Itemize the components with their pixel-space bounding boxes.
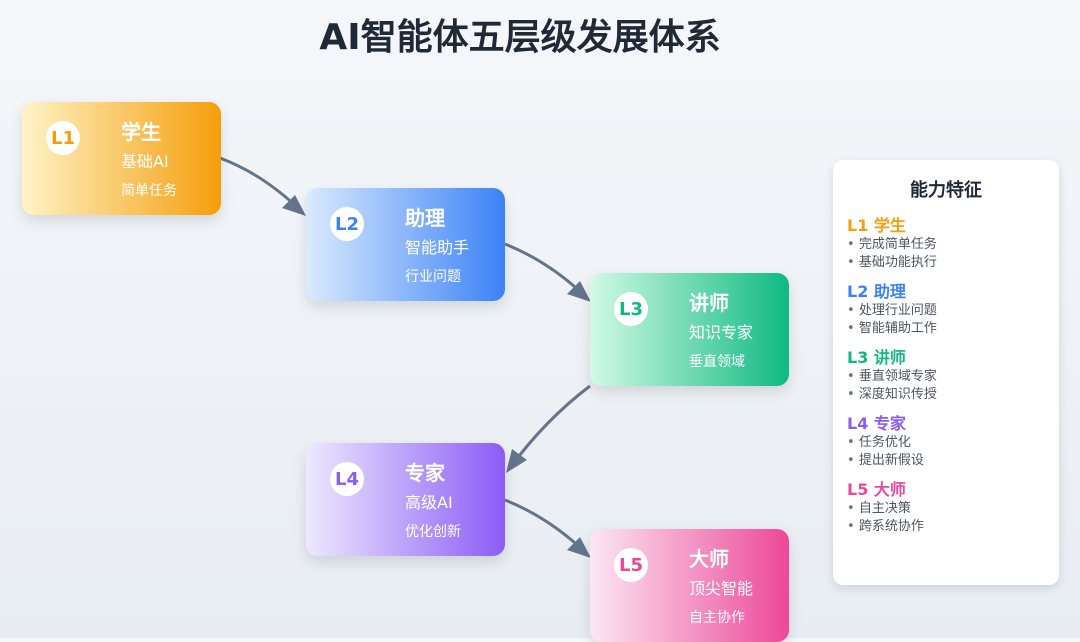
level-card-l4: L4 专家 高级AI 优化创新 xyxy=(306,443,505,556)
panel-list-item: 深度知识传授 xyxy=(847,386,1045,404)
panel-list-item: 垂直领域专家 xyxy=(847,368,1045,386)
arrowhead-icon xyxy=(282,195,306,216)
panel-level-heading: L3 讲师 xyxy=(847,348,906,367)
level-badge: L2 xyxy=(330,207,364,241)
level-description: 自主协作 xyxy=(689,610,745,626)
panel-level-heading: L1 学生 xyxy=(847,216,906,235)
level-card-l3: L3 讲师 知识专家 垂直领域 xyxy=(590,273,789,386)
level-badge: L3 xyxy=(614,292,648,326)
level-subtitle: 顶尖智能 xyxy=(689,579,754,598)
level-card-l1: L1 学生 基础AI 简单任务 xyxy=(22,102,221,215)
arrowhead-icon xyxy=(567,281,591,302)
level-card-l5: L5 大师 顶尖智能 自主协作 xyxy=(590,529,789,642)
level-badge: L5 xyxy=(614,548,648,582)
level-card-l2: L2 助理 智能助手 行业问题 xyxy=(306,188,505,301)
level-description: 优化创新 xyxy=(405,524,461,540)
level-description: 行业问题 xyxy=(405,269,461,285)
level-description: 垂直领域 xyxy=(689,354,745,370)
capability-panel: 能力特征 L1 学生完成简单任务基础功能执行L2 助理处理行业问题智能辅助工作L… xyxy=(833,160,1059,585)
panel-list-item: 处理行业问题 xyxy=(847,302,1045,320)
level-badge: L1 xyxy=(46,121,80,155)
level-name: 讲师 xyxy=(689,291,729,315)
arrowhead-icon xyxy=(506,449,527,473)
panel-level-heading: L2 助理 xyxy=(847,282,906,301)
panel-list-item: 自主决策 xyxy=(847,500,1045,518)
level-name: 助理 xyxy=(405,206,445,230)
level-name: 学生 xyxy=(121,120,161,144)
level-name: 大师 xyxy=(689,547,729,571)
arrow-l3-l4 xyxy=(508,384,591,469)
page-title: AI智能体五层级发展体系 xyxy=(319,17,721,58)
level-badge: L4 xyxy=(330,462,364,496)
panel-level-heading: L4 专家 xyxy=(847,414,906,433)
level-subtitle: 高级AI xyxy=(405,493,453,512)
panel-level-heading: L5 大师 xyxy=(847,480,906,499)
panel-list-item: 完成简单任务 xyxy=(847,236,1045,254)
level-name: 专家 xyxy=(405,461,445,485)
level-description: 简单任务 xyxy=(121,183,177,199)
level-subtitle: 智能助手 xyxy=(405,238,470,257)
level-subtitle: 基础AI xyxy=(121,152,169,171)
panel-list-item: 任务优化 xyxy=(847,434,1045,452)
arrowhead-icon xyxy=(567,537,591,558)
panel-title: 能力特征 xyxy=(910,180,982,201)
capability-groups: L1 学生完成简单任务基础功能执行 L2 助理处理行业问题智能辅助工作 L3 讲师垂… xyxy=(847,212,1045,536)
panel-list-item: 提出新假设 xyxy=(847,452,1045,470)
panel-list-item: 跨系统协作 xyxy=(847,518,1045,536)
panel-list-item: 智能辅助工作 xyxy=(847,320,1045,338)
level-subtitle: 知识专家 xyxy=(689,323,754,342)
panel-list-item: 基础功能执行 xyxy=(847,254,1045,272)
